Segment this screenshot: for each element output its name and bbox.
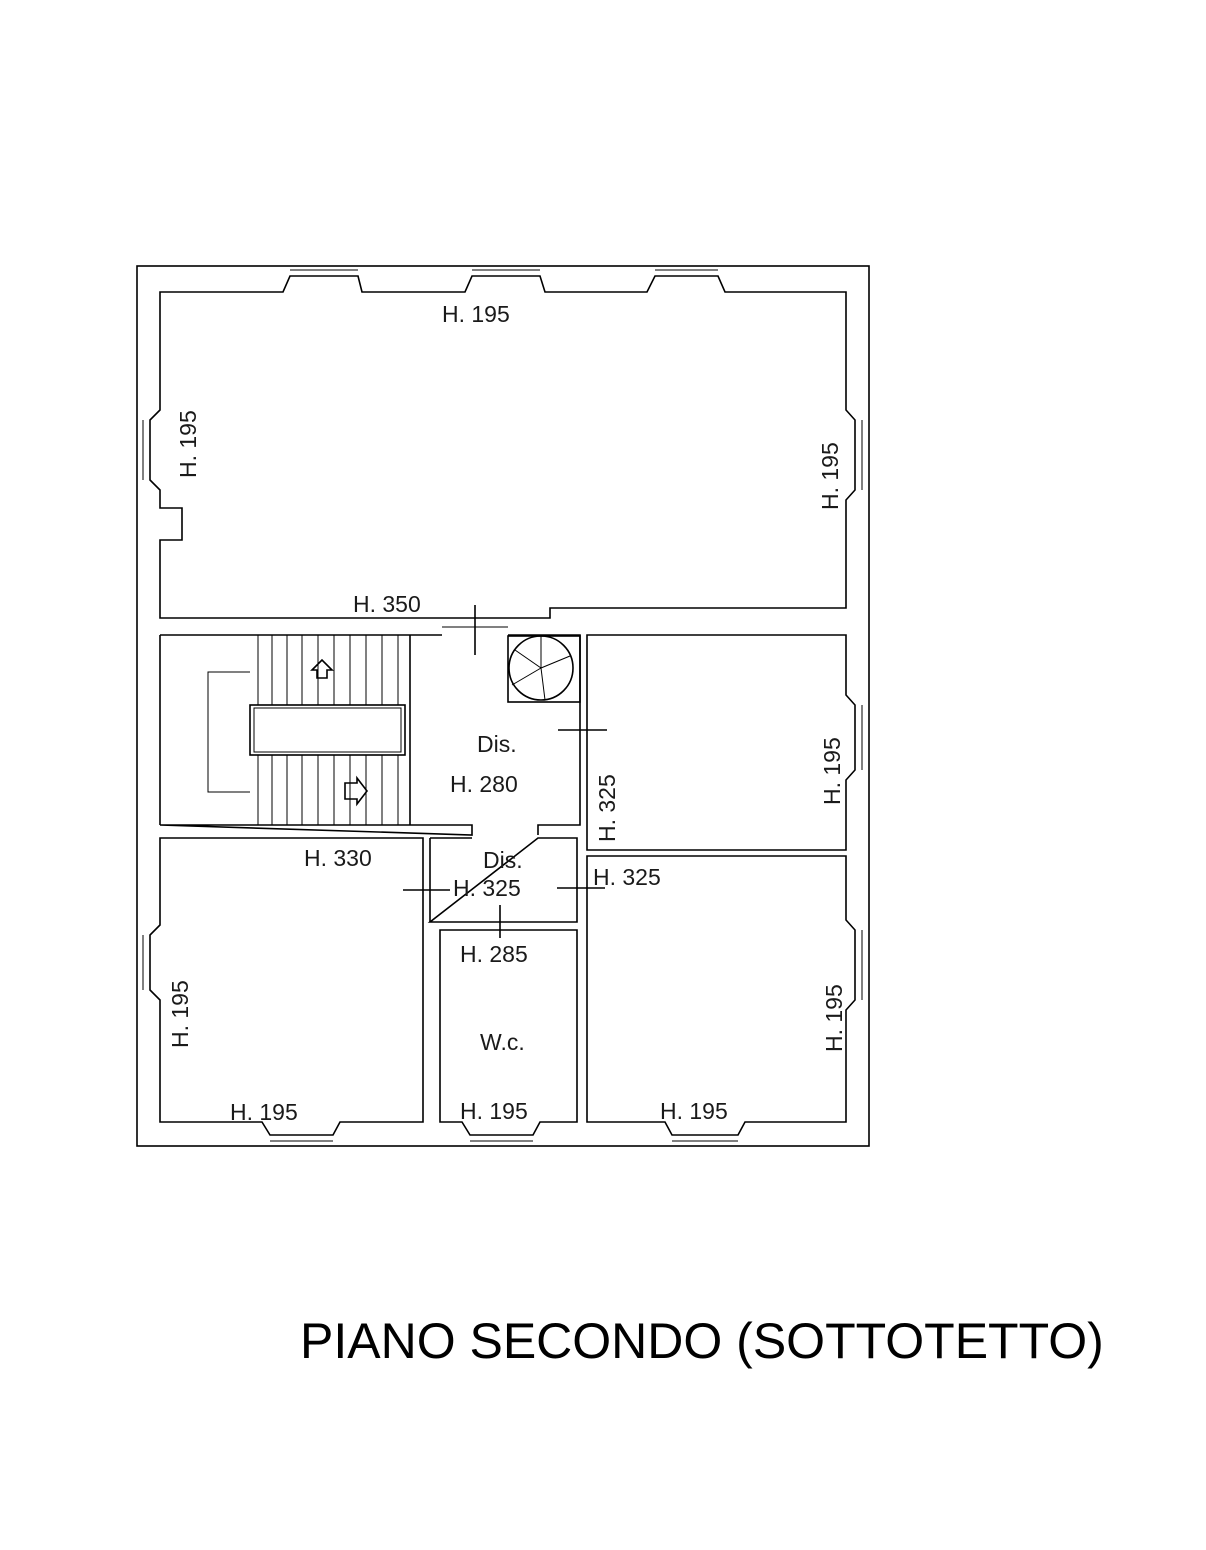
label-top-room-left-h: H. 195 [175, 410, 201, 478]
stair-room-outline [159, 634, 581, 836]
staircase [207, 635, 406, 825]
top-windows [142, 269, 863, 490]
label-left-bottom-room-h: H. 195 [167, 980, 193, 1048]
label-left-bottom-top-h: H. 330 [304, 845, 372, 871]
doors-lower-dis [403, 887, 605, 938]
plan-title: PIANO SECONDO (SOTTOTETTO) [300, 1313, 1104, 1369]
dis-lower-outline [427, 837, 578, 923]
top-room-outline [149, 275, 856, 619]
door-top-partition [442, 605, 508, 655]
label-right-mid-room-h: H. 195 [819, 737, 845, 805]
label-top-room-h: H. 195 [442, 301, 510, 327]
right-bottom-room-outline [586, 855, 856, 1136]
wc-outline [439, 929, 578, 1136]
label-wc-window-h: H. 195 [460, 1098, 528, 1124]
label-dis-upper-right-h: H. 325 [594, 774, 620, 842]
label-top-room-right-h: H. 195 [817, 442, 843, 510]
stair-arrow-up-icon [310, 658, 334, 679]
left-bottom-room-outline [149, 837, 424, 1136]
label-right-lower-door-h: H. 325 [593, 864, 661, 890]
label-wc-door-h: H. 285 [460, 941, 528, 967]
label-right-bottom-room-h: H. 195 [821, 984, 847, 1052]
label-wc-name: W.c. [480, 1029, 525, 1055]
label-dis-upper-h: H. 280 [450, 771, 518, 797]
stair-arrow-right-icon [344, 775, 369, 807]
right-mid-room-outline [586, 634, 856, 851]
label-left-bottom-window-h: H. 195 [230, 1099, 298, 1125]
outer-wall [136, 265, 870, 1147]
label-dis-upper-name: Dis. [477, 731, 517, 757]
label-dis-lower-name: Dis. [483, 847, 523, 873]
spiral-stair-icon [507, 635, 581, 703]
label-right-bottom-window-h: H. 195 [660, 1098, 728, 1124]
label-top-partition-h: H. 350 [353, 591, 421, 617]
label-dis-lower-h: H. 325 [453, 875, 521, 901]
